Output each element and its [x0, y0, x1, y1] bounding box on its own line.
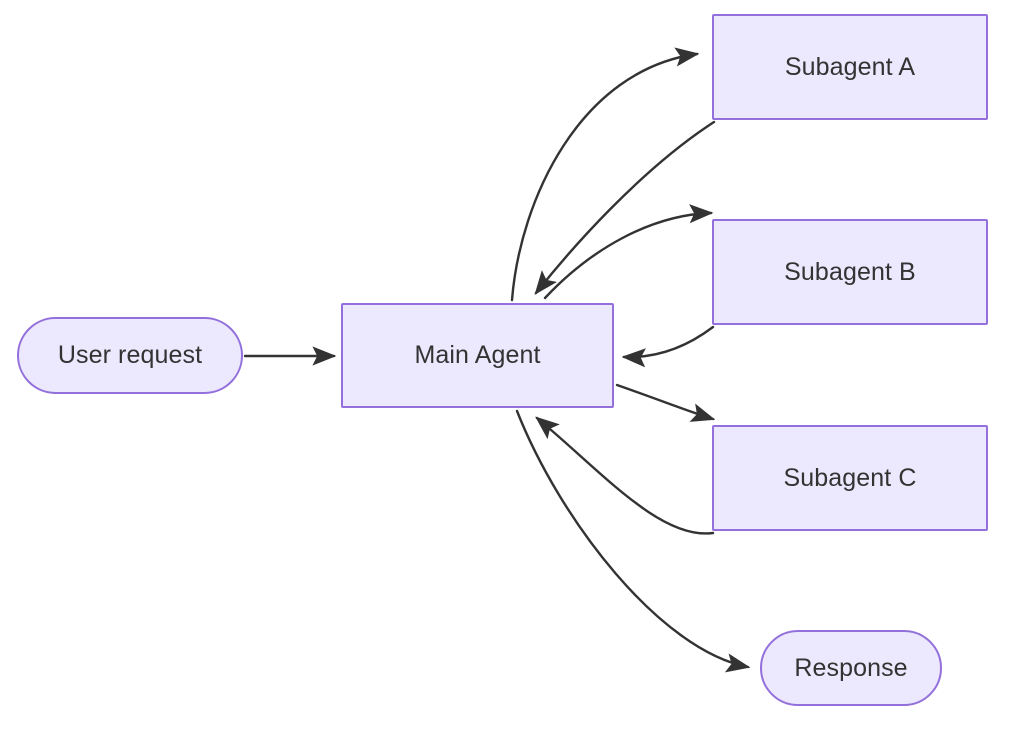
node-subagent-a-label: Subagent A — [784, 52, 916, 81]
edge-subagent-c-to-main — [535, 416, 715, 535]
edge-main-to-response — [515, 409, 751, 673]
node-user-request[interactable]: User request — [17, 317, 243, 394]
edge-main-to-subagent-a — [510, 47, 700, 302]
node-subagent-c[interactable]: Subagent C — [712, 425, 988, 531]
node-response[interactable]: Response — [760, 630, 942, 706]
node-subagent-b[interactable]: Subagent B — [712, 219, 988, 325]
edge-main-to-subagent-c — [615, 383, 716, 422]
node-subagent-c-label: Subagent C — [783, 463, 917, 492]
node-subagent-b-label: Subagent B — [784, 257, 916, 286]
node-subagent-a[interactable]: Subagent A — [712, 14, 988, 120]
node-main-agent-label: Main Agent — [414, 341, 541, 369]
edge-main-to-subagent-b — [543, 204, 714, 300]
node-response-label: Response — [794, 653, 908, 682]
node-main-agent[interactable]: Main Agent — [341, 303, 614, 408]
edge-subagent-a-to-main — [534, 120, 716, 295]
edge-subagent-b-to-main — [621, 325, 715, 368]
node-user-request-label: User request — [57, 341, 203, 369]
